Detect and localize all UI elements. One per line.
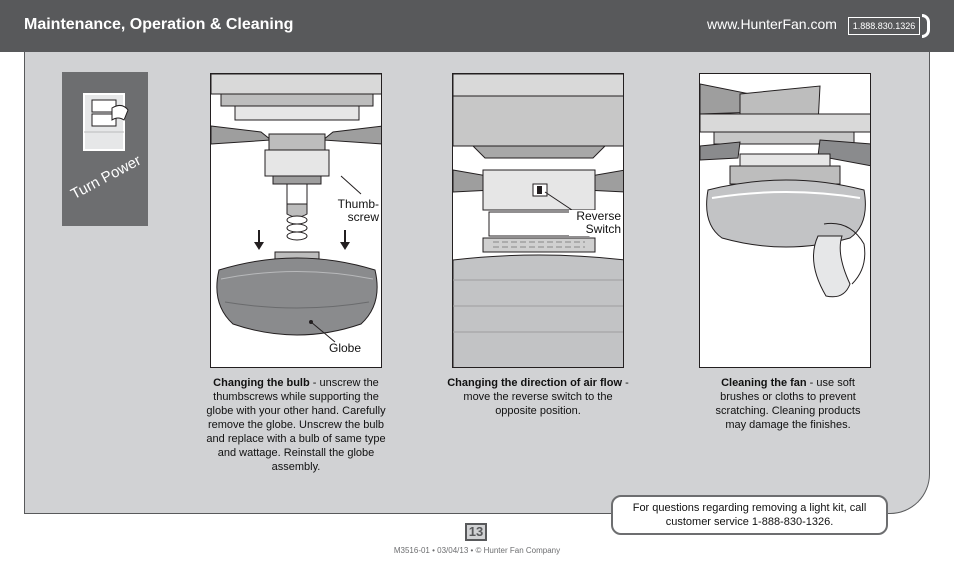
page-header: Maintenance, Operation & Cleaning www.Hu… bbox=[0, 0, 954, 52]
phone-handset-icon bbox=[922, 14, 930, 38]
airflow-caption: Changing the direction of air flow - mov… bbox=[446, 376, 630, 418]
airflow-caption-title: Changing the direction of air flow bbox=[447, 377, 623, 389]
thumbscrew-label-line1: Thumb- bbox=[337, 197, 379, 211]
airflow-caption-text: - move the reverse switch to the opposit… bbox=[463, 377, 629, 417]
cleaning-caption: Cleaning the fan - use soft brushes or c… bbox=[704, 376, 872, 432]
cleaning-illustration bbox=[699, 73, 871, 368]
thumbscrew-label-line2: screw bbox=[347, 210, 379, 224]
wall-switch-icon bbox=[83, 93, 129, 151]
reverse-switch-illustration: Reverse Switch bbox=[452, 73, 624, 368]
turn-power-on-badge: Turn Power ON bbox=[62, 72, 148, 226]
reverse-switch-label-line2: Switch bbox=[585, 222, 621, 236]
bulb-caption-text: - unscrew the thumbscrews while supporti… bbox=[206, 377, 386, 473]
bulb-illustration: Thumb- screw Globe bbox=[210, 73, 382, 368]
customer-service-note: For questions regarding removing a light… bbox=[611, 495, 888, 535]
reverse-switch-label-line1: Reverse bbox=[576, 209, 621, 223]
footer-text: M3516-01 • 03/04/13 • © Hunter Fan Compa… bbox=[393, 546, 561, 555]
section-title: Maintenance, Operation & Cleaning bbox=[24, 16, 294, 33]
phone-number: 1.888.830.1326 bbox=[848, 17, 920, 35]
page-number: 13 bbox=[465, 523, 487, 541]
globe-label: Globe bbox=[329, 341, 362, 355]
bulb-caption-title: Changing the bulb bbox=[213, 377, 310, 389]
bulb-caption: Changing the bulb - unscrew the thumbscr… bbox=[204, 376, 388, 474]
website-link[interactable]: www.HunterFan.com bbox=[707, 16, 837, 32]
cleaning-caption-title: Cleaning the fan bbox=[721, 377, 807, 389]
cleaning-caption-text: - use soft brushes or cloths to prevent … bbox=[715, 377, 861, 431]
